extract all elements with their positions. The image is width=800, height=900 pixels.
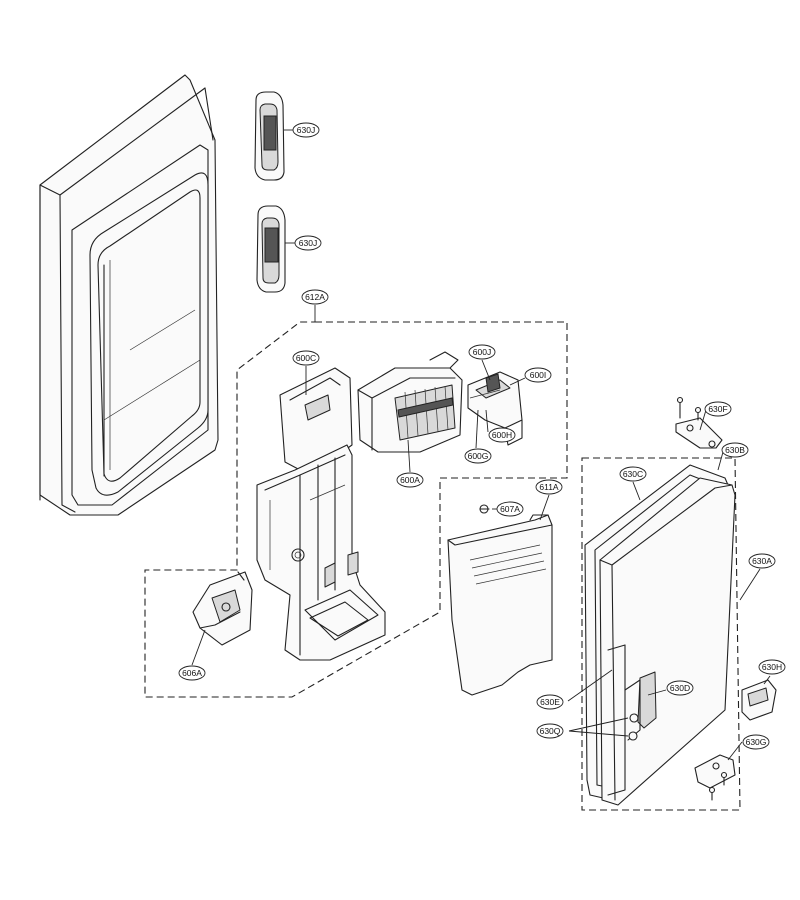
label-612A: 612A xyxy=(301,289,329,305)
label-600C: 600C xyxy=(292,350,320,366)
handle-upper xyxy=(254,91,285,181)
svg-text:612A: 612A xyxy=(305,292,325,302)
svg-text:600A: 600A xyxy=(400,475,420,485)
svg-text:611A: 611A xyxy=(539,482,559,492)
svg-text:630J: 630J xyxy=(297,125,315,135)
label-630J-lower: 630J xyxy=(294,235,322,251)
label-630C: 630C xyxy=(619,466,647,482)
label-611A: 611A xyxy=(535,479,563,495)
dispenser-cover xyxy=(447,514,553,696)
svg-text:630G: 630G xyxy=(746,737,767,747)
label-600J: 600J xyxy=(468,344,496,360)
leader-lines xyxy=(191,129,771,761)
svg-text:630E: 630E xyxy=(540,697,560,707)
dispenser-door xyxy=(599,477,736,806)
screw-607A xyxy=(479,504,490,514)
svg-text:630H: 630H xyxy=(762,662,782,672)
ice-maker xyxy=(357,351,463,453)
label-600I: 600I xyxy=(524,367,552,383)
label-630H: 630H xyxy=(758,659,786,675)
svg-text:630B: 630B xyxy=(725,445,745,455)
label-607A: 607A xyxy=(496,501,524,517)
door-panel xyxy=(39,74,219,516)
label-600H: 600H xyxy=(488,427,516,443)
part-labels: 630J 630J 612A 600C 600J 600I 600H 600G xyxy=(178,122,786,750)
lower-hinge xyxy=(694,754,736,801)
svg-text:607A: 607A xyxy=(500,504,520,514)
svg-text:630F: 630F xyxy=(708,404,727,414)
label-630B: 630B xyxy=(721,442,749,458)
label-630A: 630A xyxy=(748,553,776,569)
label-630F: 630F xyxy=(704,401,732,417)
svg-text:630Q: 630Q xyxy=(540,726,561,736)
upper-hinge xyxy=(675,396,723,449)
label-630J-upper: 630J xyxy=(292,122,320,138)
handle-lower xyxy=(256,205,286,293)
label-600G: 600G xyxy=(464,448,492,464)
svg-text:600G: 600G xyxy=(468,451,489,461)
svg-text:630C: 630C xyxy=(623,469,643,479)
label-630Q: 630Q xyxy=(536,723,564,739)
svg-text:600H: 600H xyxy=(492,430,512,440)
assembly-outline-630A xyxy=(581,457,741,811)
svg-text:600C: 600C xyxy=(296,353,316,363)
door-stopper-630H xyxy=(741,679,777,721)
svg-text:630J: 630J xyxy=(299,238,317,248)
label-630G: 630G xyxy=(742,734,770,750)
assembly-outline-612A xyxy=(144,321,568,698)
svg-text:630D: 630D xyxy=(670,683,690,693)
dispenser-housing xyxy=(256,367,386,661)
svg-text:606A: 606A xyxy=(182,668,202,678)
label-630E: 630E xyxy=(536,694,564,710)
svg-text:630A: 630A xyxy=(752,556,772,566)
svg-text:600I: 600I xyxy=(530,370,547,380)
label-630D: 630D xyxy=(666,680,694,696)
dispenser-hinge-bracket xyxy=(192,571,253,646)
ice-chute xyxy=(467,371,523,446)
label-606A: 606A xyxy=(178,665,206,681)
label-600A: 600A xyxy=(396,472,424,488)
svg-text:600J: 600J xyxy=(473,347,491,357)
